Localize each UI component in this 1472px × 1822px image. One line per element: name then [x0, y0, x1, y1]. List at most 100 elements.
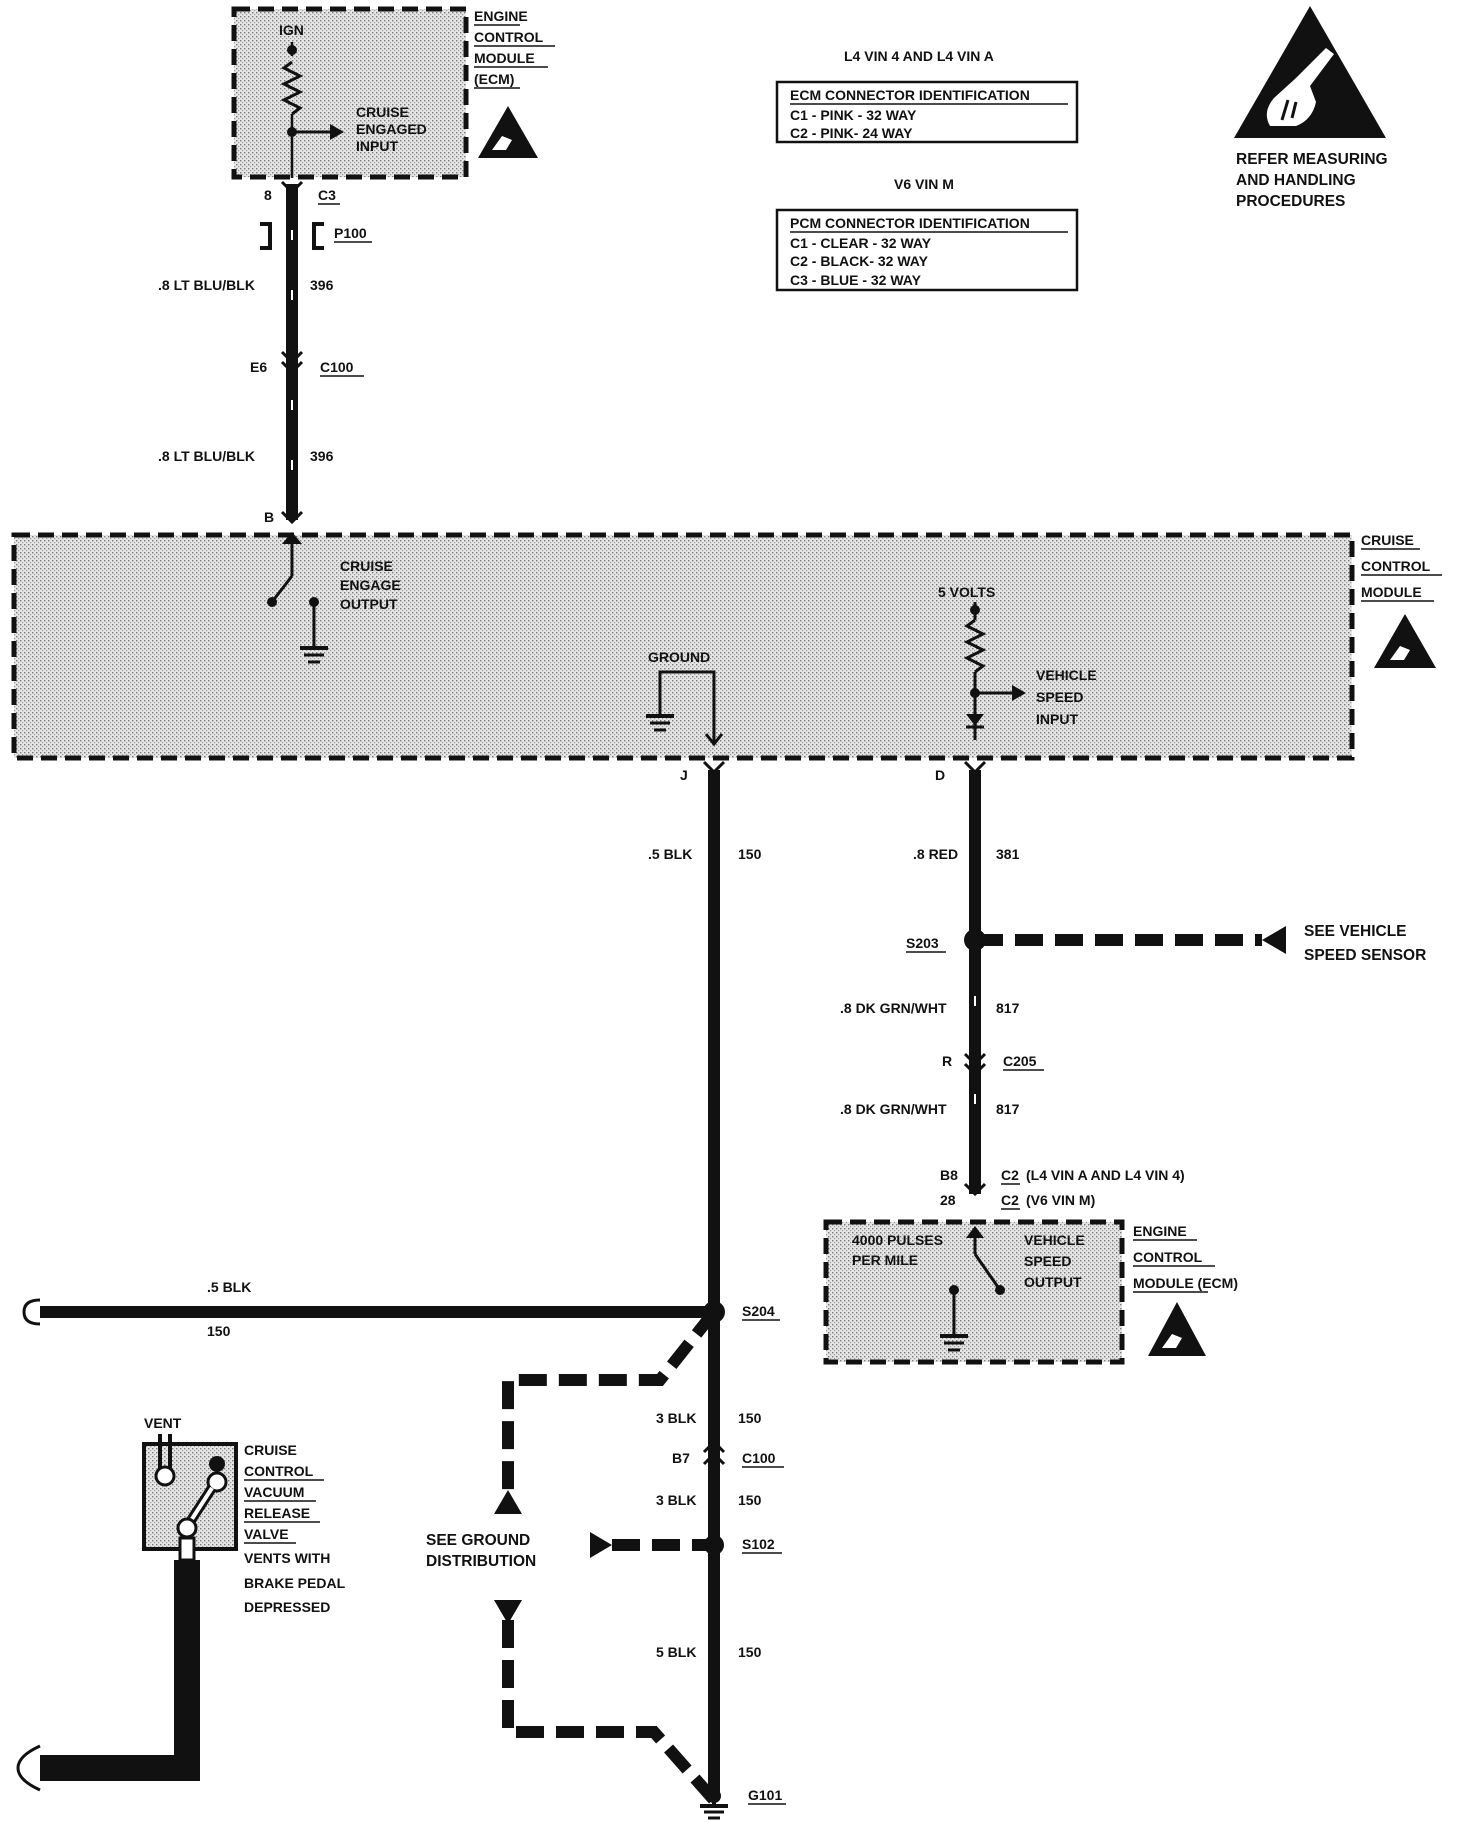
speed-output-line-1: VEHICLE: [1024, 1232, 1085, 1248]
pcm-id-table: [775, 208, 1079, 292]
ecm-top-box: IGN CRUISE ENGAGED INPUT: [231, 6, 469, 180]
wire-150: J .5 BLK 150 .5 BLK 150 S204 3 BLK 150 B…: [22, 760, 786, 1820]
cruise-module-name-1: CRUISE: [1361, 532, 1414, 548]
esd-note: REFER MEASURING AND HANDLING PROCEDURES: [1234, 6, 1388, 210]
speed-output-switch: [973, 1253, 1002, 1291]
speed-output-line-2: SPEED: [1024, 1253, 1071, 1269]
ecm-bottom-name-2: CONTROL: [1133, 1249, 1203, 1265]
arrow-icon: [1262, 926, 1286, 954]
pulses-line-1: 4000 PULSES: [852, 1232, 943, 1248]
splice-s203-label: S203: [906, 935, 939, 951]
l4-heading: L4 VIN 4 AND L4 VIN A: [844, 48, 994, 64]
pin-r: R: [942, 1053, 952, 1069]
connector-p100: P100: [334, 225, 367, 241]
ecm-bottom-name-1: ENGINE: [1133, 1223, 1187, 1239]
arrow-icon: [494, 1490, 522, 1514]
valve-desc-2: BRAKE PEDAL: [244, 1575, 346, 1591]
circuit-817-1: 817: [996, 1000, 1020, 1016]
arrow-icon: [590, 1532, 612, 1558]
esd-note-line-3: PROCEDURES: [1236, 193, 1345, 210]
ecm-bottom-name-3: MODULE (ECM): [1133, 1275, 1238, 1291]
circuit-396-2: 396: [310, 448, 334, 464]
connector-p100-icon: [260, 222, 324, 250]
circuit-817-2: 817: [996, 1101, 1020, 1117]
wire-396-color-2: .8 LT BLU/BLK: [158, 448, 255, 464]
esd-note-line-1: REFER MEASURING: [1236, 151, 1388, 168]
left-wire-color: .5 BLK: [207, 1279, 251, 1295]
pin-b7: B7: [672, 1450, 690, 1466]
ecm-input-line-1: CRUISE: [356, 104, 409, 120]
pin-e6: E6: [250, 359, 267, 375]
pin-b8: B8: [940, 1167, 958, 1183]
pullup-resistor: [963, 618, 987, 674]
diode-icon: [966, 714, 984, 726]
esd-icon: [1374, 614, 1436, 668]
valve-name-5: VALVE: [244, 1526, 289, 1542]
pullup-resistor: [280, 60, 304, 116]
ecm-top-name-3: MODULE: [474, 50, 535, 66]
ground-g101-icon: [700, 1789, 728, 1820]
splice-s204-label: S204: [742, 1303, 775, 1319]
valve-desc-1: VENTS WITH: [244, 1550, 330, 1566]
ground-distribution-upper: [502, 1308, 719, 1494]
ecm-id-row-1: C1 - PINK - 32 WAY: [790, 107, 917, 123]
pulses-line-2: PER MILE: [852, 1252, 918, 1268]
cruise-module-title: CRUISE CONTROL MODULE: [1361, 532, 1442, 668]
valve-name-2: CONTROL: [244, 1463, 314, 1479]
wire-381-817: D .8 RED 381 S203 SEE VEHICLE SPEED SENS…: [840, 760, 1426, 1210]
valve-desc-3: DEPRESSED: [244, 1599, 330, 1615]
esd-icon: [478, 106, 538, 158]
engage-switch: [270, 575, 294, 603]
ecm-top-name-4: (ECM): [474, 71, 514, 87]
splice-s102-label: S102: [742, 1536, 775, 1552]
circuit-150-2: 150: [738, 1410, 762, 1426]
ground-icon: [646, 714, 674, 732]
connector-c205: C205: [1003, 1053, 1037, 1069]
engage-output-line-3: OUTPUT: [340, 596, 398, 612]
connector-c3: C3: [318, 187, 336, 203]
ign-label: IGN: [279, 22, 304, 38]
see-ground-line-2: DISTRIBUTION: [426, 1553, 536, 1570]
arrow-icon: [494, 1600, 522, 1624]
connector-c100: C100: [320, 359, 354, 375]
connector-c100-lower: C100: [742, 1450, 776, 1466]
ground-g101-label: G101: [748, 1787, 782, 1803]
wire-150-color-2: 3 BLK: [656, 1410, 696, 1426]
connector-c2-b-note: (V6 VIN M): [1026, 1192, 1095, 1208]
circuit-396-1: 396: [310, 277, 334, 293]
arrow-icon: [330, 124, 344, 140]
pin-j: J: [680, 767, 688, 783]
valve-name-3: VACUUM: [244, 1484, 304, 1500]
pin-b: B: [264, 509, 274, 525]
engage-output-line-1: CRUISE: [340, 558, 393, 574]
circuit-150-3: 150: [738, 1492, 762, 1508]
vacuum-hose: [40, 1560, 200, 1781]
valve-name-4: RELEASE: [244, 1505, 310, 1521]
ecm-bottom-title: ENGINE CONTROL MODULE (ECM): [1133, 1223, 1238, 1356]
esd-large-icon: [1234, 6, 1386, 138]
valve-name-1: CRUISE: [244, 1442, 297, 1458]
ecm-id-table: [775, 80, 1079, 144]
connector-c2-a: C2: [1001, 1167, 1019, 1183]
wire-150-color-1: .5 BLK: [648, 846, 692, 862]
speed-output-line-3: OUTPUT: [1024, 1274, 1082, 1290]
cruise-control-module-box: CRUISE ENGAGE OUTPUT GROUND 5 VOLTS VEHI…: [11, 532, 1355, 761]
ecm-top-name-2: CONTROL: [474, 29, 544, 45]
ecm-bottom-box: 4000 PULSES PER MILE VEHICLE SPEED OUTPU…: [823, 1219, 1125, 1365]
pin-d: D: [935, 767, 945, 783]
pin-28: 28: [940, 1192, 956, 1208]
internal-ground-label: GROUND: [648, 649, 710, 665]
speed-input-line-2: SPEED: [1036, 689, 1083, 705]
connector-c2-b: C2: [1001, 1192, 1019, 1208]
wire-381-color: .8 RED: [913, 846, 958, 862]
vacuum-release-valve: VENT CRUISE CONTROL VACUUM RELEASE VALVE…: [16, 1415, 346, 1792]
vent-label: VENT: [144, 1415, 182, 1431]
ecm-input-line-2: ENGAGED: [356, 121, 427, 137]
wire-817-color-2: .8 DK GRN/WHT: [840, 1101, 947, 1117]
see-vss-line-2: SPEED SENSOR: [1304, 947, 1426, 964]
cruise-module-name-3: MODULE: [1361, 584, 1422, 600]
arrow-icon: [1012, 685, 1026, 701]
ground-icon: [940, 1334, 968, 1352]
circuit-150-4: 150: [738, 1644, 762, 1660]
